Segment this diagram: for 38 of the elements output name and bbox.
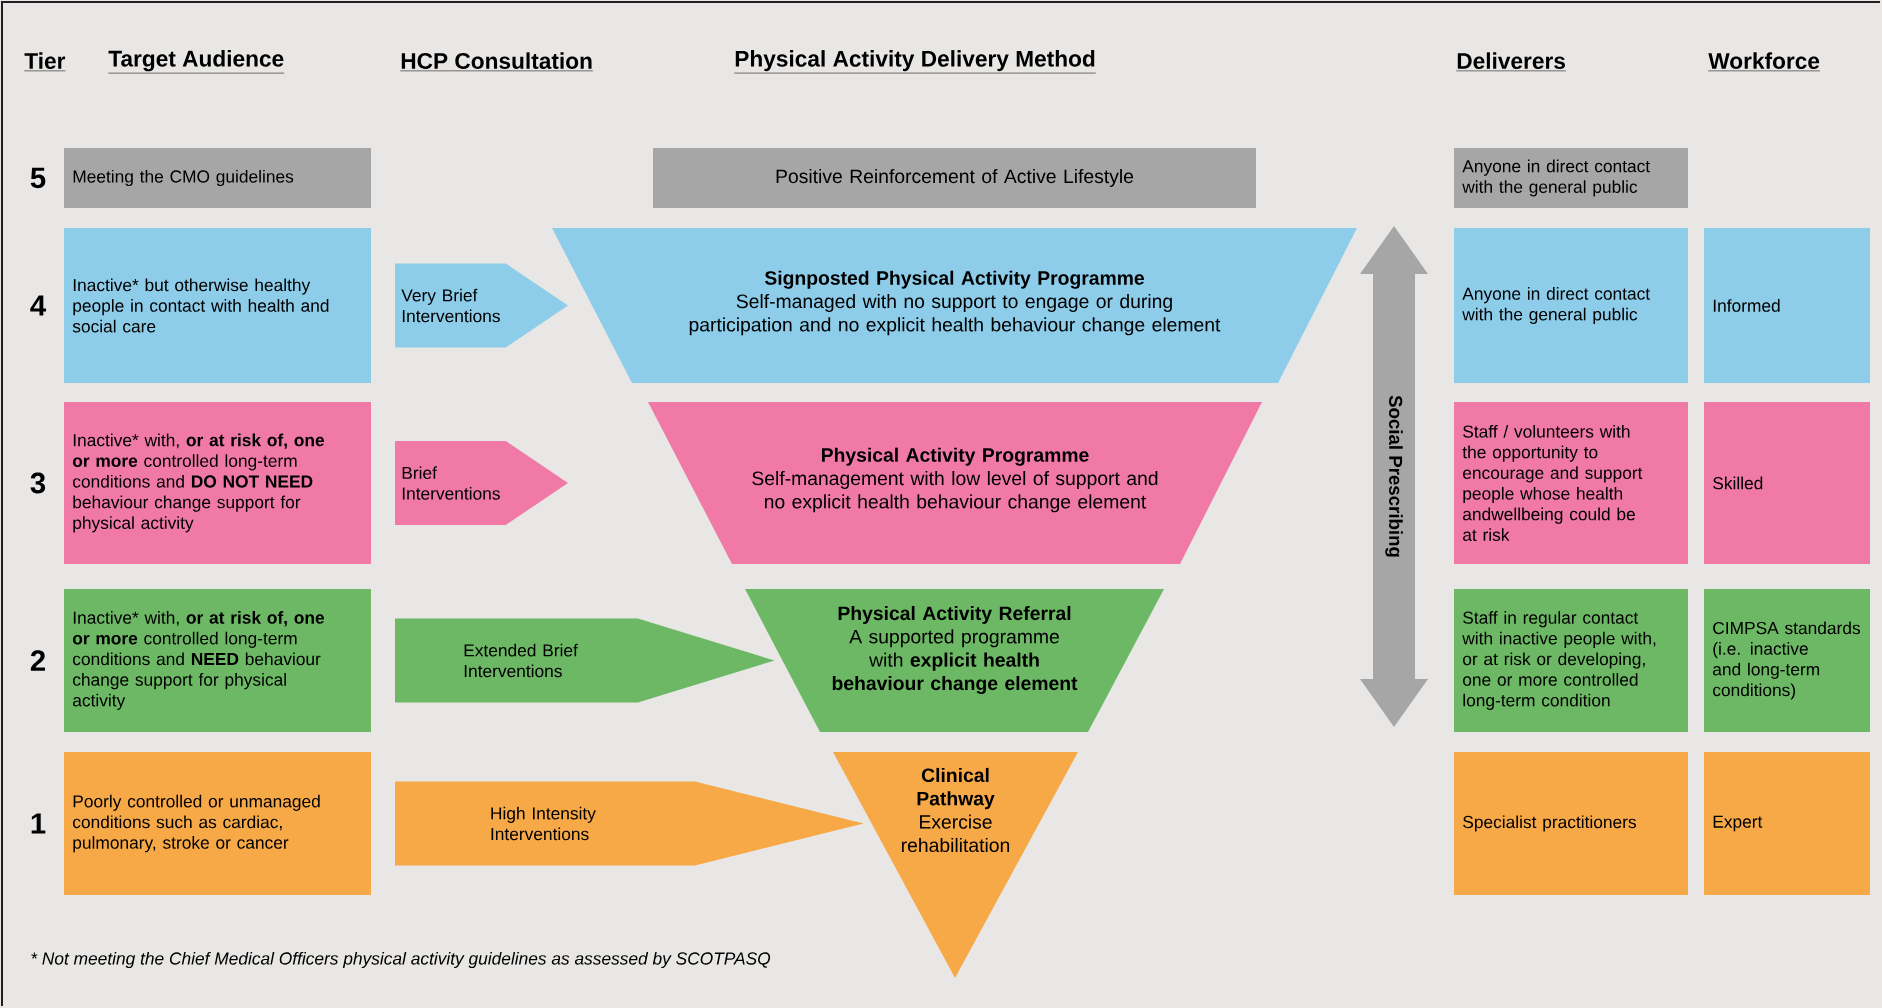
- column-heading: Deliverers: [1456, 52, 1567, 72]
- trapezoid: Physical Activity Programme Self-management with low level of support and no explicit health behaviour change element: [648, 402, 1262, 564]
- text-box: Positive Reinforcement of Active Lifestyle: [653, 148, 1256, 208]
- tier-number: 5: [30, 167, 46, 189]
- text-box: Anyone in direct contact with the general public: [1454, 228, 1688, 383]
- text-box: Inactive* but otherwise healthy people in contact with health and social care: [64, 228, 371, 383]
- text-box: CIMPSA standards (i.e. inactive and long-term conditions): [1704, 589, 1870, 732]
- text-box: Staff in regular contact with inactive people with, or at risk or developing, one or more controlled long-term condition: [1454, 589, 1688, 732]
- text-box: Expert: [1704, 752, 1870, 895]
- footnote: * Not meeting the Chief Medical Officers physical activity guidelines as assessed by SCOTPASQ: [31, 951, 771, 969]
- tier-number: 2: [30, 650, 45, 671]
- triangle: Clinical Pathway Exercise rehabilitation: [833, 752, 1078, 978]
- tier-number: 3: [30, 472, 46, 494]
- text-box: Inactive* with, or at risk of, one or more controlled long-term conditions and NEED behaviour change support for physical activity: [64, 589, 371, 732]
- edge-label: Brief Interventions: [402, 466, 500, 500]
- trapezoid: Physical Activity Referral A supported programme with explicit health behaviour change element: [745, 589, 1164, 732]
- column-heading: Workforce: [1708, 52, 1821, 72]
- tier-number: 1: [31, 813, 46, 834]
- text-box: Staff / volunteers with the opportunity to encourage and support people whose health andwellbeing could be at risk: [1454, 402, 1688, 564]
- chevron-arrow: [395, 618, 775, 703]
- text-box: Poorly controlled or unmanaged conditions such as cardiac, pulmonary, stroke or cancer: [64, 752, 371, 895]
- column-heading: HCP Consultation: [400, 52, 594, 72]
- chevron-arrow: [395, 263, 568, 348]
- text-box: Inactive* with, or at risk of, one or more controlled long-term conditions and DO NOT NEED behaviour change support for physical activity: [64, 402, 371, 564]
- column-heading: Target Audience: [108, 50, 285, 74]
- text-box: Informed: [1704, 228, 1870, 383]
- column-heading: Physical Activity Delivery Method: [734, 50, 1097, 74]
- text-box: Anyone in direct contact with the general public: [1454, 148, 1688, 208]
- tier-number: 4: [30, 295, 46, 316]
- text-box: Meeting the CMO guidelines: [64, 148, 371, 208]
- edge-label: Extended Brief Interventions: [464, 643, 578, 678]
- column-heading: Tier: [24, 52, 66, 72]
- edge-label: Very Brief Interventions: [401, 288, 500, 323]
- text-box: Specialist practitioners: [1454, 752, 1688, 895]
- chevron-arrow: [395, 781, 864, 866]
- text-box: Skilled: [1704, 402, 1870, 564]
- chevron-arrow: [395, 441, 568, 525]
- edge-label: High Intensity Interventions: [491, 806, 596, 841]
